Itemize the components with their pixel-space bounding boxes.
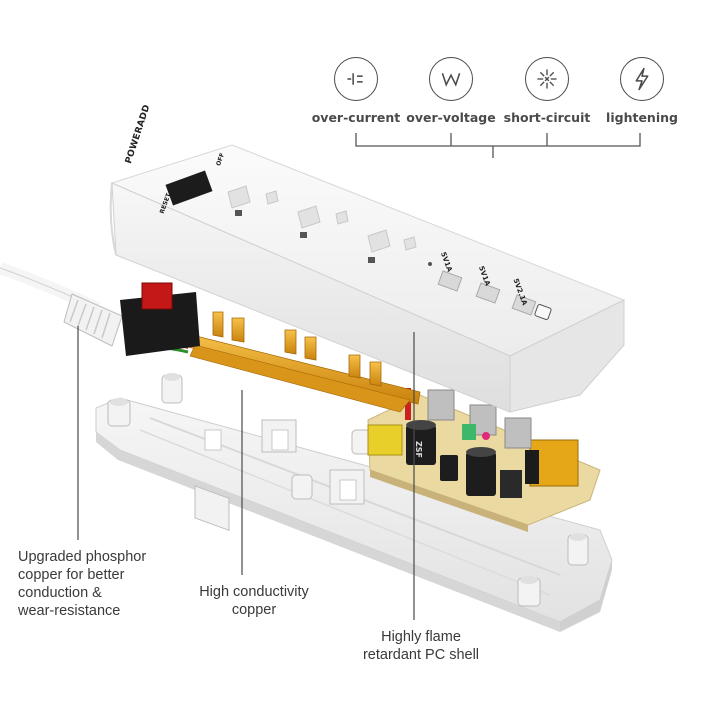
feature-label-over-current: over-current (311, 110, 401, 125)
callout-line: Highly flame (381, 629, 461, 645)
power-cord (0, 262, 123, 347)
callout-phosphor-copper: Upgraded phosphor copper for better cond… (18, 548, 146, 620)
feature-label-lightening: lightening (606, 110, 678, 125)
callout-line: retardant PC shell (362, 647, 480, 663)
top-housing (109, 144, 626, 413)
feature-label-over-voltage: over-voltage (406, 110, 496, 125)
copper-busbar (139, 311, 421, 413)
lightning-icon (620, 57, 664, 101)
callout-line: copper for better (18, 567, 125, 583)
feature-label-short-circuit: short-circuit (503, 110, 591, 125)
over-current-icon (334, 57, 378, 101)
base-shell (95, 373, 613, 632)
features-bracket (355, 133, 641, 158)
callout-line: High conductivity (199, 584, 309, 600)
callout-line: Upgraded phosphor (18, 549, 147, 565)
callout-lines (77, 326, 415, 620)
callout-line: copper (231, 602, 277, 618)
callout-line: conduction & (18, 585, 102, 601)
short-circuit-icon (525, 57, 569, 101)
rocker-switch (120, 282, 200, 356)
callout-line: wear-resistance (18, 603, 121, 619)
capacitor-label: ZSF (414, 440, 424, 459)
callout-conductivity-copper: High conductivity copper (192, 583, 316, 619)
pcb-board (367, 388, 601, 532)
callout-pc-shell: Highly flame retardant PC shell (355, 628, 487, 664)
over-voltage-icon (429, 57, 473, 101)
